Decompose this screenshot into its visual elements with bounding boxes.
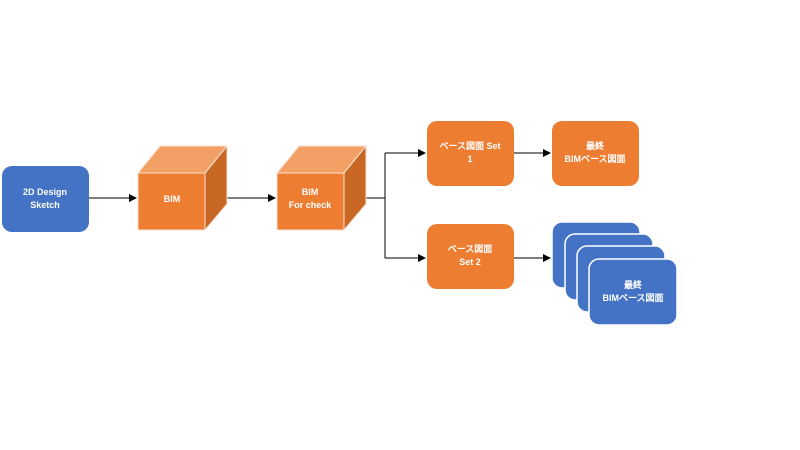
node-label-line-2: BIMベース図面 [564,154,625,164]
cube-front-face [137,172,206,231]
node-bim-for-check-cube: BIM For check [275,144,368,232]
node-label-line-1: 最終 [586,140,605,151]
node-bim-cube: BIM [136,144,229,232]
node-box [2,166,89,232]
node-label-line-2: For check [289,200,333,210]
node-base-drawing-set-2: ベース図面 Set 2 [427,224,514,289]
node-final-bim-base-drawing-stack: 最終 BIMベース図面 [551,221,678,326]
node-label-line-2: Set 2 [459,257,481,267]
node-label-line-2: Sketch [30,200,60,210]
node-2d-design-sketch: 2D Design Sketch [2,166,89,232]
node-final-bim-base-drawing-1: 最終 BIMベース図面 [552,121,639,186]
node-box [427,224,514,289]
node-box [552,121,639,186]
node-base-drawing-set-1: ベース図面 Set 1 [427,121,514,186]
stack-card-front [588,258,678,326]
node-label-line-1: ベース図面 Set [439,141,500,151]
node-box [427,121,514,186]
node-label-line-2: 1 [467,154,472,164]
node-label-line-1: BIM [302,187,319,197]
node-label-line-1: 2D Design [23,187,67,197]
node-label-line-2: BIMベース図面 [602,293,663,303]
cube-front-face [276,172,345,231]
node-label-line-1: 最終 [624,279,643,290]
node-label-line-1: ベース図面 [448,244,493,254]
node-label-line-1: BIM [164,194,181,204]
